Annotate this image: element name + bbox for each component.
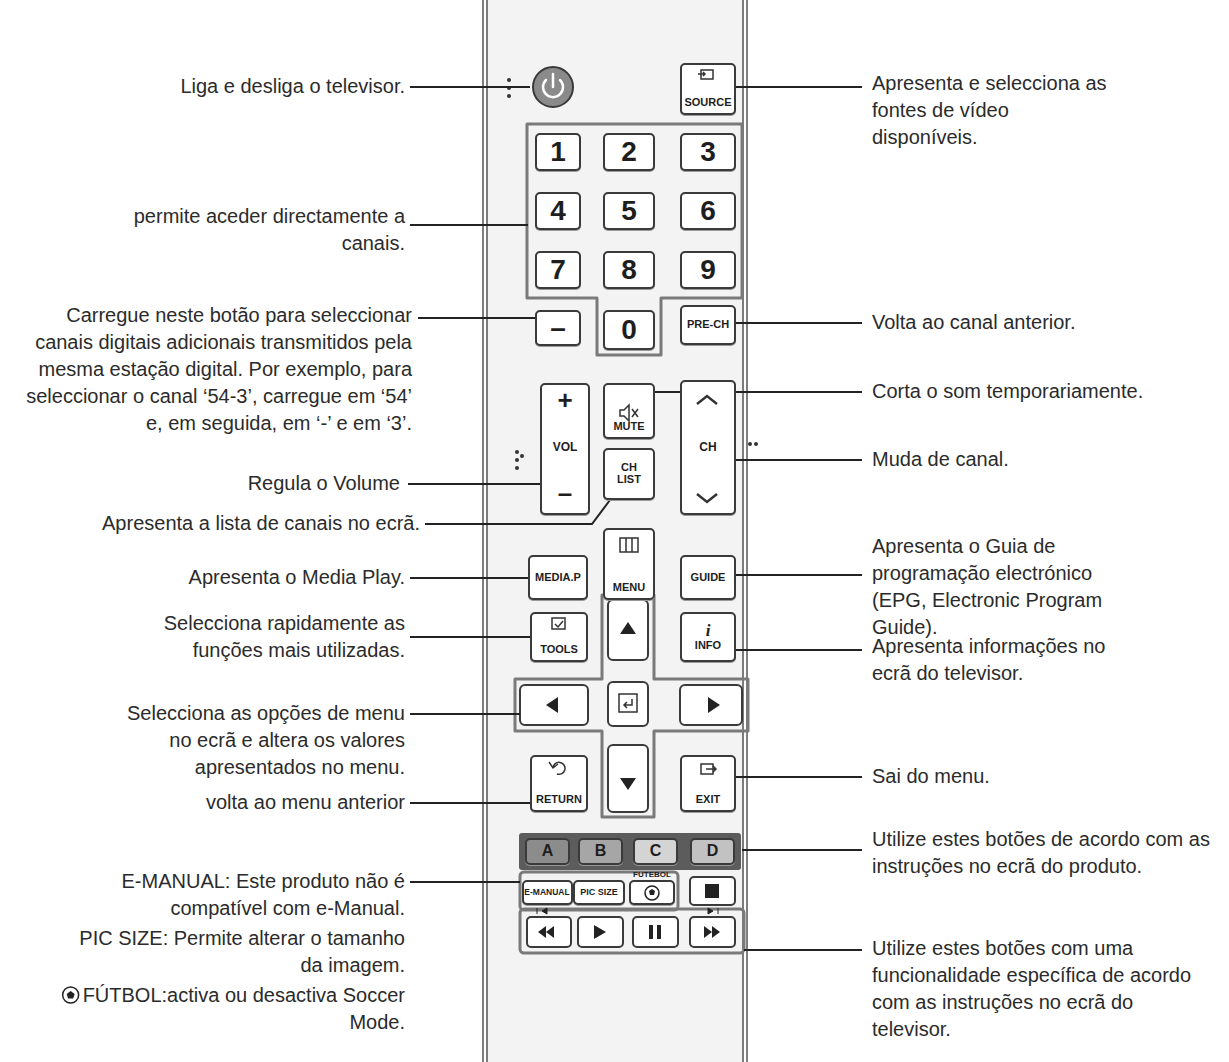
- power-icon: [543, 74, 563, 97]
- callout-text: Apresenta informações no ecrã do televis…: [872, 633, 1122, 687]
- remote-button: MUTE: [603, 383, 655, 439]
- remote-button: FUTEBOL: [629, 880, 675, 905]
- callout-text: FÚTBOL:activa ou desactiva Soccer Mode.: [70, 982, 405, 1036]
- callout-text: Utilize estes botões com uma funcionalid…: [872, 935, 1212, 1043]
- remote-button: E-MANUAL: [522, 880, 573, 905]
- callout-text: Volta ao canal anterior.: [872, 309, 1172, 336]
- button-text: TOOLS: [540, 644, 578, 656]
- leader-lines: [408, 87, 862, 950]
- callout-text: permite aceder directamente a canais.: [125, 203, 405, 257]
- button-text: SOURCE: [684, 97, 731, 109]
- remote-button: A: [525, 838, 570, 865]
- button-text: D: [707, 843, 719, 860]
- button-text: EXIT: [696, 794, 720, 806]
- button-text: PRE-CH: [687, 319, 729, 331]
- button-text: GUIDE: [691, 572, 726, 584]
- callout-text: Selecciona as opções de menu no ecrã e a…: [100, 700, 405, 781]
- remote-button: GUIDE: [680, 555, 736, 600]
- button-text: MUTE: [613, 421, 644, 433]
- button-text: 6: [700, 196, 716, 225]
- button-text: A: [542, 843, 554, 860]
- button-text: FUTEBOL: [631, 871, 673, 879]
- button-text: 2: [621, 137, 637, 166]
- remote-button: –: [535, 310, 581, 346]
- remote-button: C: [633, 838, 678, 865]
- button-text: RETURN: [536, 794, 582, 806]
- callout-text: volta ao menu anterior: [100, 789, 405, 816]
- button-text: VOL: [553, 441, 578, 454]
- remote-button: MENU: [603, 528, 655, 600]
- button-text: MENU: [613, 582, 645, 594]
- button-text: 0: [621, 315, 637, 344]
- remote-button: 4: [535, 192, 581, 230]
- remote-button: CH: [680, 380, 736, 515]
- arrow-icons: [537, 622, 720, 939]
- button-text: i: [706, 622, 711, 640]
- remote-button: 5: [603, 192, 655, 230]
- remote-button: iINFO: [680, 612, 736, 662]
- button-text: INFO: [695, 640, 721, 652]
- remote-rails: [483, 0, 747, 1062]
- color-key-group: [519, 833, 741, 870]
- callout-text: PIC SIZE: Permite alterar o tamanho da i…: [70, 925, 405, 979]
- callout-text: Sai do menu.: [872, 763, 1172, 790]
- remote-button: 9: [680, 251, 736, 289]
- callout-text: Apresenta e selecciona as fontes de víde…: [872, 70, 1112, 151]
- button-groups: [515, 124, 748, 953]
- football-icon: [63, 987, 79, 1003]
- small-icons: [549, 70, 717, 774]
- remote-button: 3: [680, 133, 736, 171]
- remote-button: 8: [603, 251, 655, 289]
- callout-text: E-MANUAL: Este produto não é compatível …: [70, 868, 405, 922]
- remote-button: 1: [535, 133, 581, 171]
- button-text: E-MANUAL: [524, 888, 569, 897]
- button-text: 5: [621, 196, 637, 225]
- button-text: C: [650, 843, 662, 860]
- remote-button: SOURCE: [680, 63, 736, 115]
- callout-text: Muda de canal.: [872, 446, 1172, 473]
- callout-text: Regula o Volume: [100, 470, 400, 497]
- remote-button: CH LIST: [603, 448, 655, 500]
- remote-button: 6: [680, 192, 736, 230]
- button-text: 4: [550, 196, 566, 225]
- callout-text: Utilize estes botões de acordo com as in…: [872, 826, 1224, 880]
- football-icon: [645, 886, 659, 900]
- remote-button: 2: [603, 133, 655, 171]
- button-text: –: [550, 313, 566, 342]
- remote-button: 7: [535, 251, 581, 289]
- button-text: 7: [550, 255, 566, 284]
- remote-button: + VOL –: [540, 383, 590, 515]
- callout-text: Selecciona rapidamente as funções mais u…: [105, 610, 405, 664]
- button-text: 3: [700, 137, 716, 166]
- button-text: 1: [550, 137, 566, 166]
- icon-buttons: [520, 67, 742, 947]
- button-text: B: [595, 843, 607, 860]
- button-text: MEDIA.P: [535, 572, 581, 584]
- button-text: CH LIST: [613, 462, 645, 485]
- remote-button: EXIT: [680, 755, 736, 812]
- callout-text: Corta o som temporariamente.: [872, 378, 1202, 405]
- callout-text: Apresenta a lista de canais no ecrã.: [20, 510, 420, 537]
- remote-button: PIC SIZE: [573, 880, 625, 905]
- callout-text: Apresenta o Media Play.: [100, 564, 405, 591]
- callout-text: Apresenta o Guia de programação electrón…: [872, 533, 1122, 641]
- button-text: 8: [621, 255, 637, 284]
- remote-button: TOOLS: [530, 612, 588, 662]
- callout-text: Carregue neste botão para seleccionar ca…: [6, 302, 412, 437]
- button-text: CH: [699, 441, 716, 454]
- button-text: PIC SIZE: [580, 888, 618, 897]
- remote-button: 0: [603, 310, 655, 350]
- remote-button: B: [578, 838, 623, 865]
- remote-button: PRE-CH: [680, 305, 736, 345]
- remote-button: RETURN: [530, 755, 588, 812]
- remote-button: MEDIA.P: [528, 555, 588, 600]
- button-text: +: [557, 387, 572, 414]
- button-text: 9: [700, 255, 716, 284]
- remote-button: D: [690, 838, 735, 865]
- button-text: –: [558, 480, 572, 507]
- remote-body: [486, 0, 744, 1062]
- callout-text: Liga e desliga o televisor.: [100, 73, 405, 100]
